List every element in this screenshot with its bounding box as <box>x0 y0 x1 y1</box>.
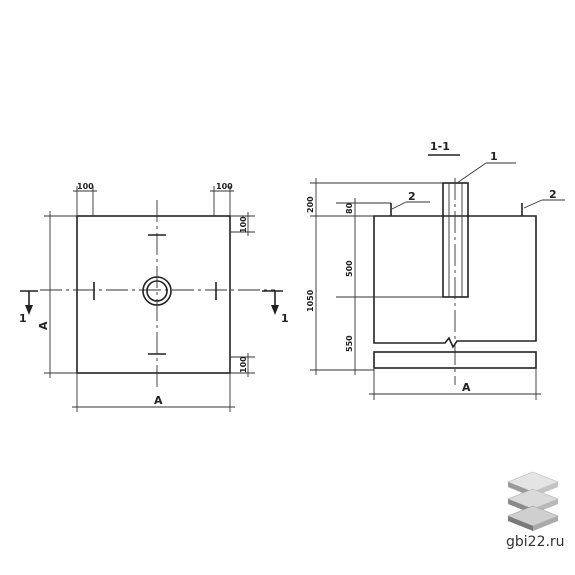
plan-outline <box>76 215 231 374</box>
watermark-text: gbi22.ru <box>506 534 565 550</box>
section-mark-right: 1 <box>281 312 289 325</box>
dim-text-right-top: 100 <box>239 216 248 233</box>
dim-text-top-left: 100 <box>77 182 94 191</box>
section-view: 1-1 1 2 2 200 80 500 10 <box>306 140 565 400</box>
callout-2-left: 2 <box>408 190 416 203</box>
section-title: 1-1 <box>430 140 450 153</box>
dim-text-right-bottom: 100 <box>239 356 248 373</box>
dim-text-plan-height: A <box>37 321 50 330</box>
pipe-inner-ring <box>146 280 168 302</box>
dim-text-plan-width: A <box>154 394 163 407</box>
dim-text-1050: 1050 <box>306 289 315 312</box>
bottom-slab <box>373 351 537 369</box>
pipe-section <box>442 182 469 298</box>
callout-leader-2-right <box>523 199 543 209</box>
section-arrowhead-left <box>25 305 33 315</box>
dim-text-80: 80 <box>345 202 354 214</box>
callout-1: 1 <box>490 150 498 163</box>
dim-text-top-right: 100 <box>216 182 233 191</box>
section-arrowhead-right <box>271 305 279 315</box>
plan-view: 100 100 100 100 A A 1 1 <box>19 182 289 412</box>
callout-2-right: 2 <box>549 188 557 201</box>
dim-text-550: 550 <box>345 335 354 352</box>
block-body <box>373 215 537 349</box>
pipe-outer-ring <box>142 276 172 306</box>
dim-text-500: 500 <box>345 260 354 277</box>
dim-text-200: 200 <box>306 196 315 213</box>
callout-leader-1 <box>456 162 487 184</box>
callout-leader-2-left <box>391 201 407 210</box>
logo-stack-icon <box>507 471 559 531</box>
dim-text-section-width: A <box>462 381 471 394</box>
section-mark-left: 1 <box>19 312 27 325</box>
